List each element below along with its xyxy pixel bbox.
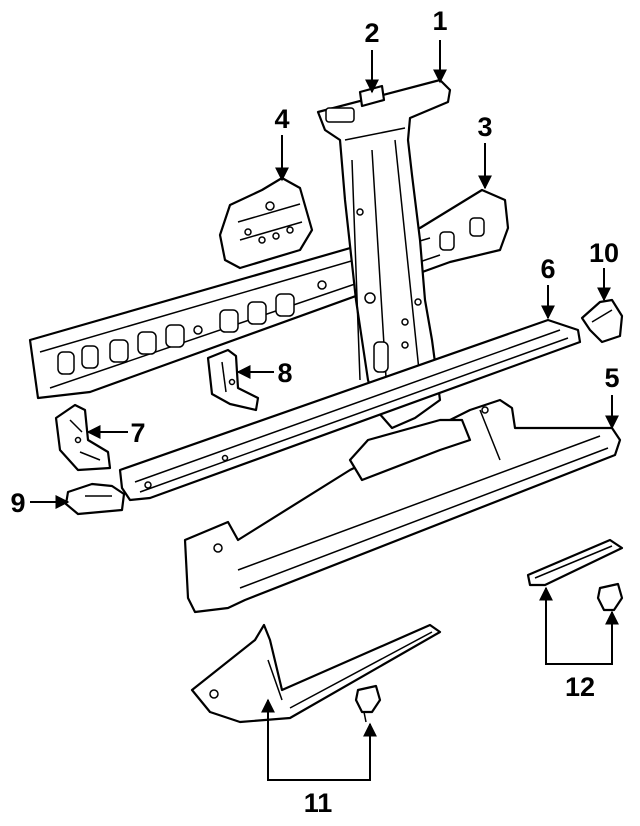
callout-10: 10	[589, 238, 619, 268]
callout-6: 6	[540, 254, 555, 284]
callout-11: 11	[304, 788, 333, 818]
callout-2: 2	[364, 18, 379, 48]
callout-5: 5	[604, 363, 619, 393]
callout-9: 9	[10, 488, 25, 518]
part-7-bracket	[54, 403, 112, 472]
callout-4: 4	[274, 104, 289, 134]
leader-lines	[30, 40, 619, 781]
part-6-rocker-strip	[118, 318, 582, 502]
callout-3: 3	[477, 112, 492, 142]
callout-12: 12	[565, 672, 595, 702]
part-1-pillar-foot	[348, 418, 472, 482]
part-1-center-pillar	[316, 78, 452, 430]
part-8-bracket	[206, 348, 260, 412]
callout-7: 7	[130, 418, 145, 448]
part-4-reinforcement	[218, 176, 314, 270]
callout-8: 8	[277, 358, 292, 388]
callout-1: 1	[432, 6, 447, 36]
part-10-cap	[580, 298, 624, 344]
part-5-outer-rocker	[183, 398, 622, 614]
part-11-scuff-plate	[190, 623, 442, 724]
part-12-scuff-strip	[526, 538, 624, 612]
part-9-spacer	[64, 482, 126, 516]
